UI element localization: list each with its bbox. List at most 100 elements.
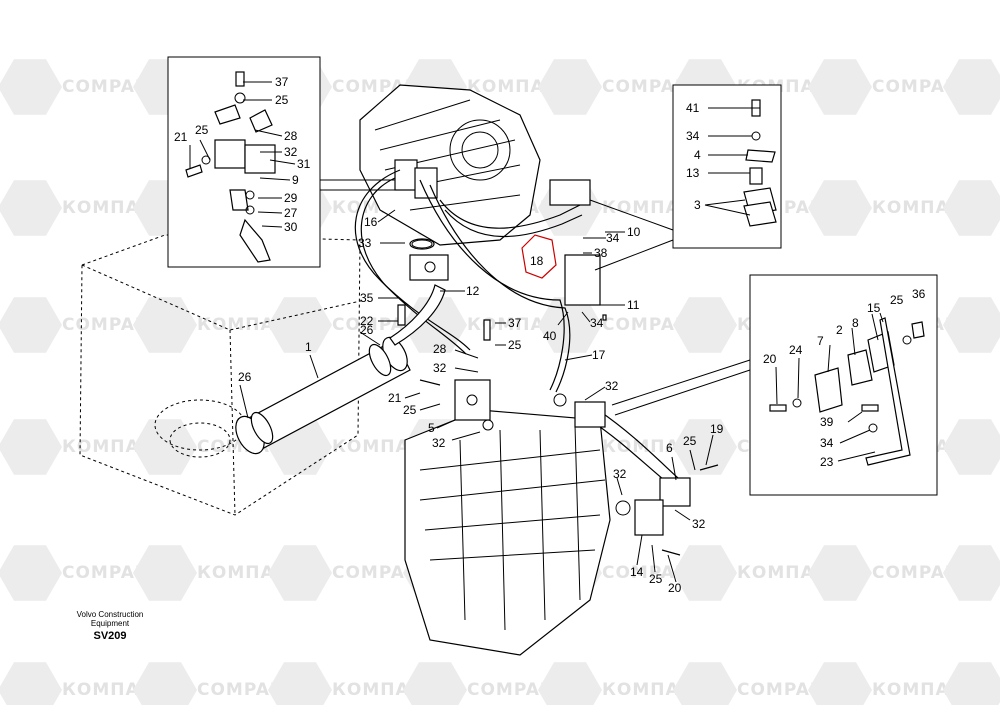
fittings <box>397 179 719 556</box>
label-32: 32 <box>433 361 447 375</box>
label-31: 31 <box>297 157 311 171</box>
watermark-logo <box>808 662 872 705</box>
watermark-logo <box>943 180 1000 236</box>
watermark-logo <box>0 297 62 353</box>
label-11: 11 <box>627 298 640 312</box>
label-29: 29 <box>284 191 298 205</box>
part-labels: 37 25 28 32 31 9 29 27 30 21 25 41 34 4 … <box>174 75 926 595</box>
label-32: 32 <box>613 467 627 481</box>
watermark-logo <box>0 180 62 236</box>
suction-pipe <box>235 284 446 455</box>
label-37: 37 <box>508 316 522 330</box>
label-37: 37 <box>275 75 289 89</box>
label-27: 27 <box>284 206 298 220</box>
label-34: 34 <box>590 316 604 330</box>
watermark-logo <box>268 662 332 705</box>
inset-detail-top-left <box>167 56 400 268</box>
watermark-logo <box>0 59 62 115</box>
label-32: 32 <box>605 379 619 393</box>
watermark-text: COMPART <box>467 680 566 700</box>
label-21: 21 <box>174 130 188 144</box>
fuel-tank-outline <box>79 234 366 516</box>
label-25: 25 <box>890 293 904 307</box>
label-20: 20 <box>668 581 682 595</box>
label-28: 28 <box>433 342 447 356</box>
label-2: 2 <box>836 323 843 337</box>
watermark-logo <box>403 297 467 353</box>
label-25: 25 <box>403 403 417 417</box>
label-9: 9 <box>292 173 299 187</box>
watermark-logo <box>943 59 1000 115</box>
label-34: 34 <box>606 231 620 245</box>
watermark-text: COMPART <box>332 563 431 583</box>
watermark-text: COMPART <box>737 680 836 700</box>
watermark-text: COMPART <box>197 680 296 700</box>
watermark-logo <box>403 662 467 705</box>
watermark-logo <box>268 545 332 601</box>
label-30: 30 <box>284 220 298 234</box>
watermark-logo <box>943 297 1000 353</box>
watermark-text: COMPART <box>872 77 971 97</box>
label-41: 41 <box>686 101 700 115</box>
label-5: 5 <box>428 421 435 435</box>
watermark-logo <box>538 297 602 353</box>
watermark-logo <box>673 662 737 705</box>
watermark-logo <box>808 545 872 601</box>
label-15: 15 <box>867 301 881 315</box>
footer-code: SV209 <box>93 630 127 642</box>
inset-detail-bottom-right <box>611 274 938 496</box>
label-32: 32 <box>284 145 298 159</box>
label-28: 28 <box>284 129 298 143</box>
label-25: 25 <box>195 123 209 137</box>
watermark-logo <box>538 59 602 115</box>
label-34: 34 <box>820 436 834 450</box>
watermark-logo <box>268 297 332 353</box>
control-valve <box>404 409 611 656</box>
watermark-text: COMPART <box>872 563 971 583</box>
label-8: 8 <box>852 316 859 330</box>
watermark-logo <box>133 662 197 705</box>
label-25: 25 <box>275 93 289 107</box>
label-19: 19 <box>710 422 724 436</box>
watermark-logo <box>0 662 62 705</box>
label-35: 35 <box>360 291 374 305</box>
watermark-text: COMPART <box>602 563 701 583</box>
footer-subtitle: Equipment <box>90 619 130 628</box>
watermark-text: COMPART <box>62 563 161 583</box>
label-6: 6 <box>666 441 673 455</box>
label-7: 7 <box>817 334 824 348</box>
label-39: 39 <box>820 415 834 429</box>
hydraulic-pump <box>359 84 541 246</box>
watermark-logo <box>943 662 1000 705</box>
watermark-text: COMPART <box>62 315 161 335</box>
label-14: 14 <box>630 565 644 579</box>
watermark-logo <box>943 419 1000 475</box>
label-13: 13 <box>686 166 700 180</box>
label-24: 24 <box>789 343 803 357</box>
label-3: 3 <box>694 198 701 212</box>
label-25: 25 <box>508 338 522 352</box>
label-32: 32 <box>432 436 446 450</box>
label-12: 12 <box>466 284 480 298</box>
watermark-text: COMPART <box>602 315 701 335</box>
label-38: 38 <box>594 246 608 260</box>
label-22: 22 <box>360 314 374 328</box>
label-23: 23 <box>820 455 834 469</box>
label-32: 32 <box>692 517 706 531</box>
watermark-logo <box>0 545 62 601</box>
footer-company: Volvo Construction <box>76 610 144 619</box>
watermark-logo <box>0 419 62 475</box>
watermark-logo <box>133 297 197 353</box>
label-18: 18 <box>530 254 544 268</box>
leader-lines <box>189 81 884 583</box>
label-34: 34 <box>686 129 700 143</box>
label-25: 25 <box>683 434 697 448</box>
watermark-logo <box>673 419 737 475</box>
label-26: 26 <box>360 323 374 337</box>
label-26: 26 <box>238 370 252 384</box>
label-10: 10 <box>627 225 641 239</box>
label-16: 16 <box>364 215 378 229</box>
inset-detail-top-right <box>589 84 782 271</box>
label-40: 40 <box>543 329 557 343</box>
